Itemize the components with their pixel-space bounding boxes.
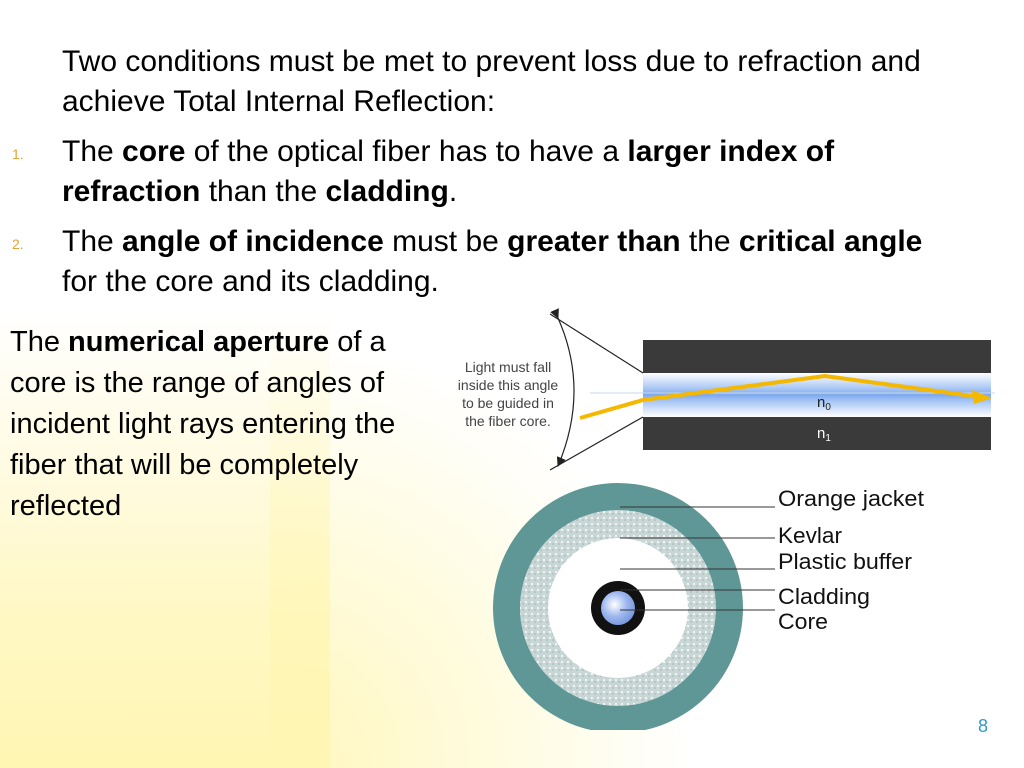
conditions-list: 1. The core of the optical fiber has to … <box>0 132 1000 312</box>
keyword-angle-of-incidence: angle of incidence <box>122 225 384 258</box>
light-ray-arrowhead <box>972 390 992 404</box>
condition-text: The <box>62 135 123 168</box>
acceptance-angle-arc <box>550 308 575 467</box>
keyword-cladding: cladding <box>325 175 449 208</box>
label-core: Core <box>778 609 828 634</box>
condition-item-2: 2. The angle of incidence must be greate… <box>0 222 962 302</box>
fiber-longitudinal: n0 n1 <box>549 308 995 471</box>
n0-label: n0 <box>817 394 831 413</box>
condition-text: must be <box>383 225 508 258</box>
condition-text: for the core and its cladding. <box>62 265 439 298</box>
callout-line: inside this angle <box>458 377 559 393</box>
condition-item-1: 1. The core of the optical fiber has to … <box>0 132 962 212</box>
na-term: numerical aperture <box>68 326 330 358</box>
condition-number: 1. <box>12 146 24 162</box>
condition-text: . <box>448 175 458 208</box>
callout-line: to be guided in <box>462 395 554 411</box>
intro-text: Two conditions must be met to prevent lo… <box>62 45 921 118</box>
slide-number: 8 <box>977 716 988 736</box>
condition-text: than the <box>200 175 326 208</box>
label-cladding: Cladding <box>778 584 870 609</box>
core-circle <box>601 591 635 625</box>
acceptance-callout: Light must fall inside this angle to be … <box>458 359 559 429</box>
keyword-greater-than: greater than <box>507 225 681 258</box>
keyword-critical-angle: critical angle <box>738 225 923 258</box>
keyword-larger-index: larger index of refraction <box>62 135 835 208</box>
callout-line: the fiber core. <box>465 413 551 429</box>
numerical-aperture-text: The numerical aperture of a core is the … <box>10 322 450 527</box>
fiber-core <box>643 373 991 417</box>
cross-section-leader-lines <box>620 506 775 611</box>
callout-line: Light must fall <box>465 359 551 375</box>
acceptance-cone-lower <box>549 416 644 471</box>
fiber-diagram: n0 n1 Light must fall inside this angle … <box>458 308 995 730</box>
condition-text: the <box>680 225 739 258</box>
light-ray <box>579 373 981 420</box>
na-suffix: of a core is the range of angles of inci… <box>10 326 396 522</box>
n1-label: n1 <box>817 425 831 444</box>
cross-section-labels: Orange jacket Kevlar Plastic buffer Clad… <box>778 486 924 634</box>
condition-text: The <box>62 225 123 258</box>
label-orange-jacket: Orange jacket <box>778 486 924 511</box>
condition-number: 2. <box>12 236 24 252</box>
condition-text: of the optical fiber has to have a <box>185 135 628 168</box>
acceptance-cone-upper <box>549 313 644 374</box>
na-prefix: The <box>10 326 69 358</box>
fiber-cross-section <box>493 483 775 730</box>
label-kevlar: Kevlar <box>778 523 842 548</box>
label-plastic-buffer: Plastic buffer <box>778 549 912 574</box>
keyword-core: core <box>122 135 186 168</box>
